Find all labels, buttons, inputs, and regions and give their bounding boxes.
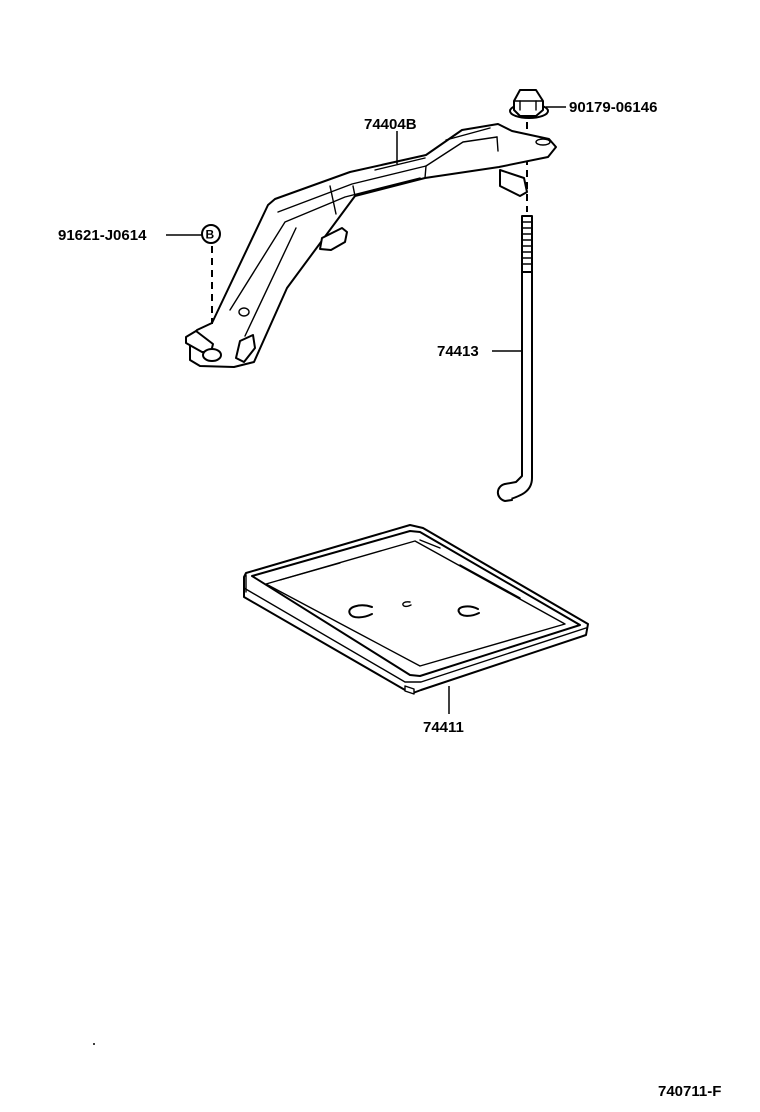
battery-tray-icon[interactable] [243,524,589,695]
nut-part-number: 90179-06146 [569,99,657,116]
rod-part-number: 74413 [437,343,479,360]
diagram-reference-code: 740711-F [658,1083,721,1100]
tray-part-number: 74411 [423,719,464,736]
hold-down-rod-icon[interactable] [496,215,533,502]
clamp-part-number: 74404B [364,116,417,133]
callout-circle-icon[interactable]: B [201,224,221,244]
stray-dot [93,1043,95,1045]
hex-nut-icon[interactable] [509,89,549,119]
battery-clamp-bracket-icon[interactable] [185,123,557,368]
svg-text:B: B [206,228,215,242]
bolt-ref-part-number: 91621-J0614 [58,227,147,244]
